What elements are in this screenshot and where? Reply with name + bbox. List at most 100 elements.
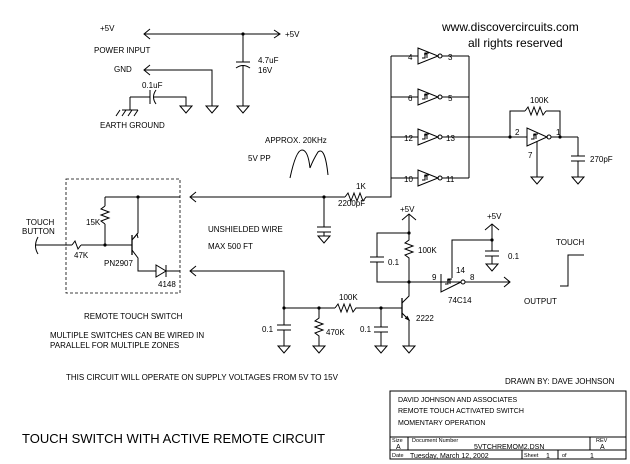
tb-rev-value: A xyxy=(600,444,605,451)
pin-3: 3 xyxy=(448,53,453,62)
q2222-arrow xyxy=(404,315,411,322)
ic-74c14 xyxy=(440,274,510,293)
pin-14: 14 xyxy=(456,266,465,275)
line-from-remote xyxy=(189,265,285,308)
feedback-100k xyxy=(509,105,561,137)
tb-of-label: of xyxy=(562,453,567,459)
unshielded-label: UNSHIELDED WIRE xyxy=(208,225,283,234)
c-01-d-label: 0.1 xyxy=(508,252,520,261)
pullup-100k xyxy=(401,213,417,282)
cap-4u7 xyxy=(235,34,251,106)
d-4148-label: 4148 xyxy=(158,280,176,289)
website-text: www.discovercircuits.com xyxy=(441,20,579,34)
c-01-a-label: 0.1 xyxy=(262,325,274,334)
vcc-74c14 xyxy=(451,223,500,278)
vpp-label: 5V PP xyxy=(248,154,271,163)
max500-label: MAX 500 FT xyxy=(208,242,253,251)
pin-5: 5 xyxy=(448,94,453,103)
tb-date-label: Date xyxy=(392,453,404,459)
r-1k-label: 1K xyxy=(356,182,366,191)
tb-company: DAVID JOHNSON AND ASSOCIATES xyxy=(398,397,517,404)
pin-7: 7 xyxy=(528,151,533,160)
gnd-label: GND xyxy=(114,65,132,74)
touch-wave-label: TOUCH xyxy=(556,238,585,247)
pn2907-label: PN2907 xyxy=(104,259,133,268)
tb-size-label: Size xyxy=(392,438,403,444)
tb-of-value: 1 xyxy=(590,453,594,460)
output-arrow xyxy=(503,276,511,288)
pin-10: 10 xyxy=(404,175,413,184)
earth-ground-symbol xyxy=(115,97,139,117)
r-15k-label: 15K xyxy=(86,218,101,227)
pin-11: 11 xyxy=(446,175,455,184)
approx-label: APPROX. 20KHz xyxy=(265,136,327,145)
pin-12: 12 xyxy=(404,134,413,143)
pin-6: 6 xyxy=(408,94,413,103)
pn2907-arrow xyxy=(133,232,139,239)
resistor-470k xyxy=(284,307,335,354)
drawn-by-text: DRAWN BY: DAVE JOHNSON xyxy=(505,377,615,386)
cap-270pf xyxy=(570,137,586,185)
resistor-1k xyxy=(340,178,392,203)
tb-project: REMOTE TOUCH ACTIVATED SWITCH xyxy=(398,408,524,415)
cap-power-v-label: 16V xyxy=(258,66,273,75)
plus5v-label-d: +5V xyxy=(487,212,502,221)
q-2222-label: 2222 xyxy=(416,314,434,323)
output-label: OUTPUT xyxy=(524,297,557,306)
inverter-row-1 xyxy=(391,47,469,65)
tb-doc-label: Document Number xyxy=(412,438,458,444)
gnd-wire xyxy=(143,64,213,106)
square-wave-icon xyxy=(289,149,329,179)
c-270-label: 270pF xyxy=(590,155,613,164)
ground-symbols-top xyxy=(178,105,251,114)
cap-01-c xyxy=(370,232,441,283)
detector-section: 0.1 470K 100K 0.1 2222 +5V 100K 0.1 9 8 … xyxy=(189,205,585,354)
pin-2: 2 xyxy=(515,128,520,137)
remote-touch-switch: TOUCH BUTTON 47K 15K PN2907 4148 REMOTE … xyxy=(22,178,339,382)
tb-size-value: A xyxy=(396,444,401,451)
osc-ground xyxy=(529,141,545,185)
remote-switch-box xyxy=(65,178,181,294)
c-01-c-label: 0.1 xyxy=(388,258,400,267)
tb-doc-value: 5VTCHREMOM2.DSN xyxy=(474,444,544,451)
cap-01-d xyxy=(484,240,500,272)
pin-9: 9 xyxy=(432,273,437,282)
pin-8: 8 xyxy=(470,273,475,282)
diode-4148 xyxy=(150,264,180,278)
cap-earth-label: 0.1uF xyxy=(142,81,163,90)
c-2200-label: 2200pF xyxy=(338,199,365,208)
inverter-row-2 xyxy=(391,88,469,106)
diagram-title: TOUCH SWITCH WITH ACTIVE REMOTE CIRCUIT xyxy=(22,431,325,446)
pin-13: 13 xyxy=(446,134,455,143)
c-01-b-label: 0.1 xyxy=(360,325,372,334)
plus5v-rail xyxy=(143,28,280,40)
pn2907-leads xyxy=(131,197,150,272)
multi-label-1: MULTIPLE SWITCHES CAN BE WIRED IN xyxy=(50,331,204,340)
cap-2200pf xyxy=(316,197,332,244)
title-block: DAVID JOHNSON AND ASSOCIATES REMOTE TOUC… xyxy=(389,390,627,460)
earth-ground-label: EARTH GROUND xyxy=(100,121,165,130)
q2222-leads xyxy=(401,282,417,354)
plus5v-label-a: +5V xyxy=(100,24,115,33)
ic-74c14-label: 74C14 xyxy=(448,296,472,305)
multi-label-2: PARALLEL FOR MULTIPLE ZONES xyxy=(50,341,179,350)
remote-switch-label: REMOTE TOUCH SWITCH xyxy=(84,312,183,321)
tb-sheet-label: Sheet xyxy=(524,453,539,459)
touch-input-47k xyxy=(35,236,132,255)
r-100k-base-label: 100K xyxy=(339,293,358,302)
cap-earth xyxy=(130,89,187,106)
tb-mode: MOMENTARY OPERATION xyxy=(398,420,485,427)
supply-note: THIS CIRCUIT WILL OPERATE ON SUPPLY VOLT… xyxy=(66,373,339,382)
inverter-row-4 xyxy=(391,169,469,187)
touch-button-label-2: BUTTON xyxy=(22,227,55,236)
rights-text: all rights reserved xyxy=(468,36,563,50)
cap-01-a xyxy=(276,308,292,354)
inverter-row-3 xyxy=(391,128,469,146)
pin-1: 1 xyxy=(556,128,561,137)
pin-4: 4 xyxy=(408,53,413,62)
power-input-label: POWER INPUT xyxy=(94,46,151,55)
resistor-15k xyxy=(99,196,180,245)
oscillator-section: 4 3 6 5 12 13 10 11 100K 2 1 7 270pF APP… xyxy=(189,47,613,251)
